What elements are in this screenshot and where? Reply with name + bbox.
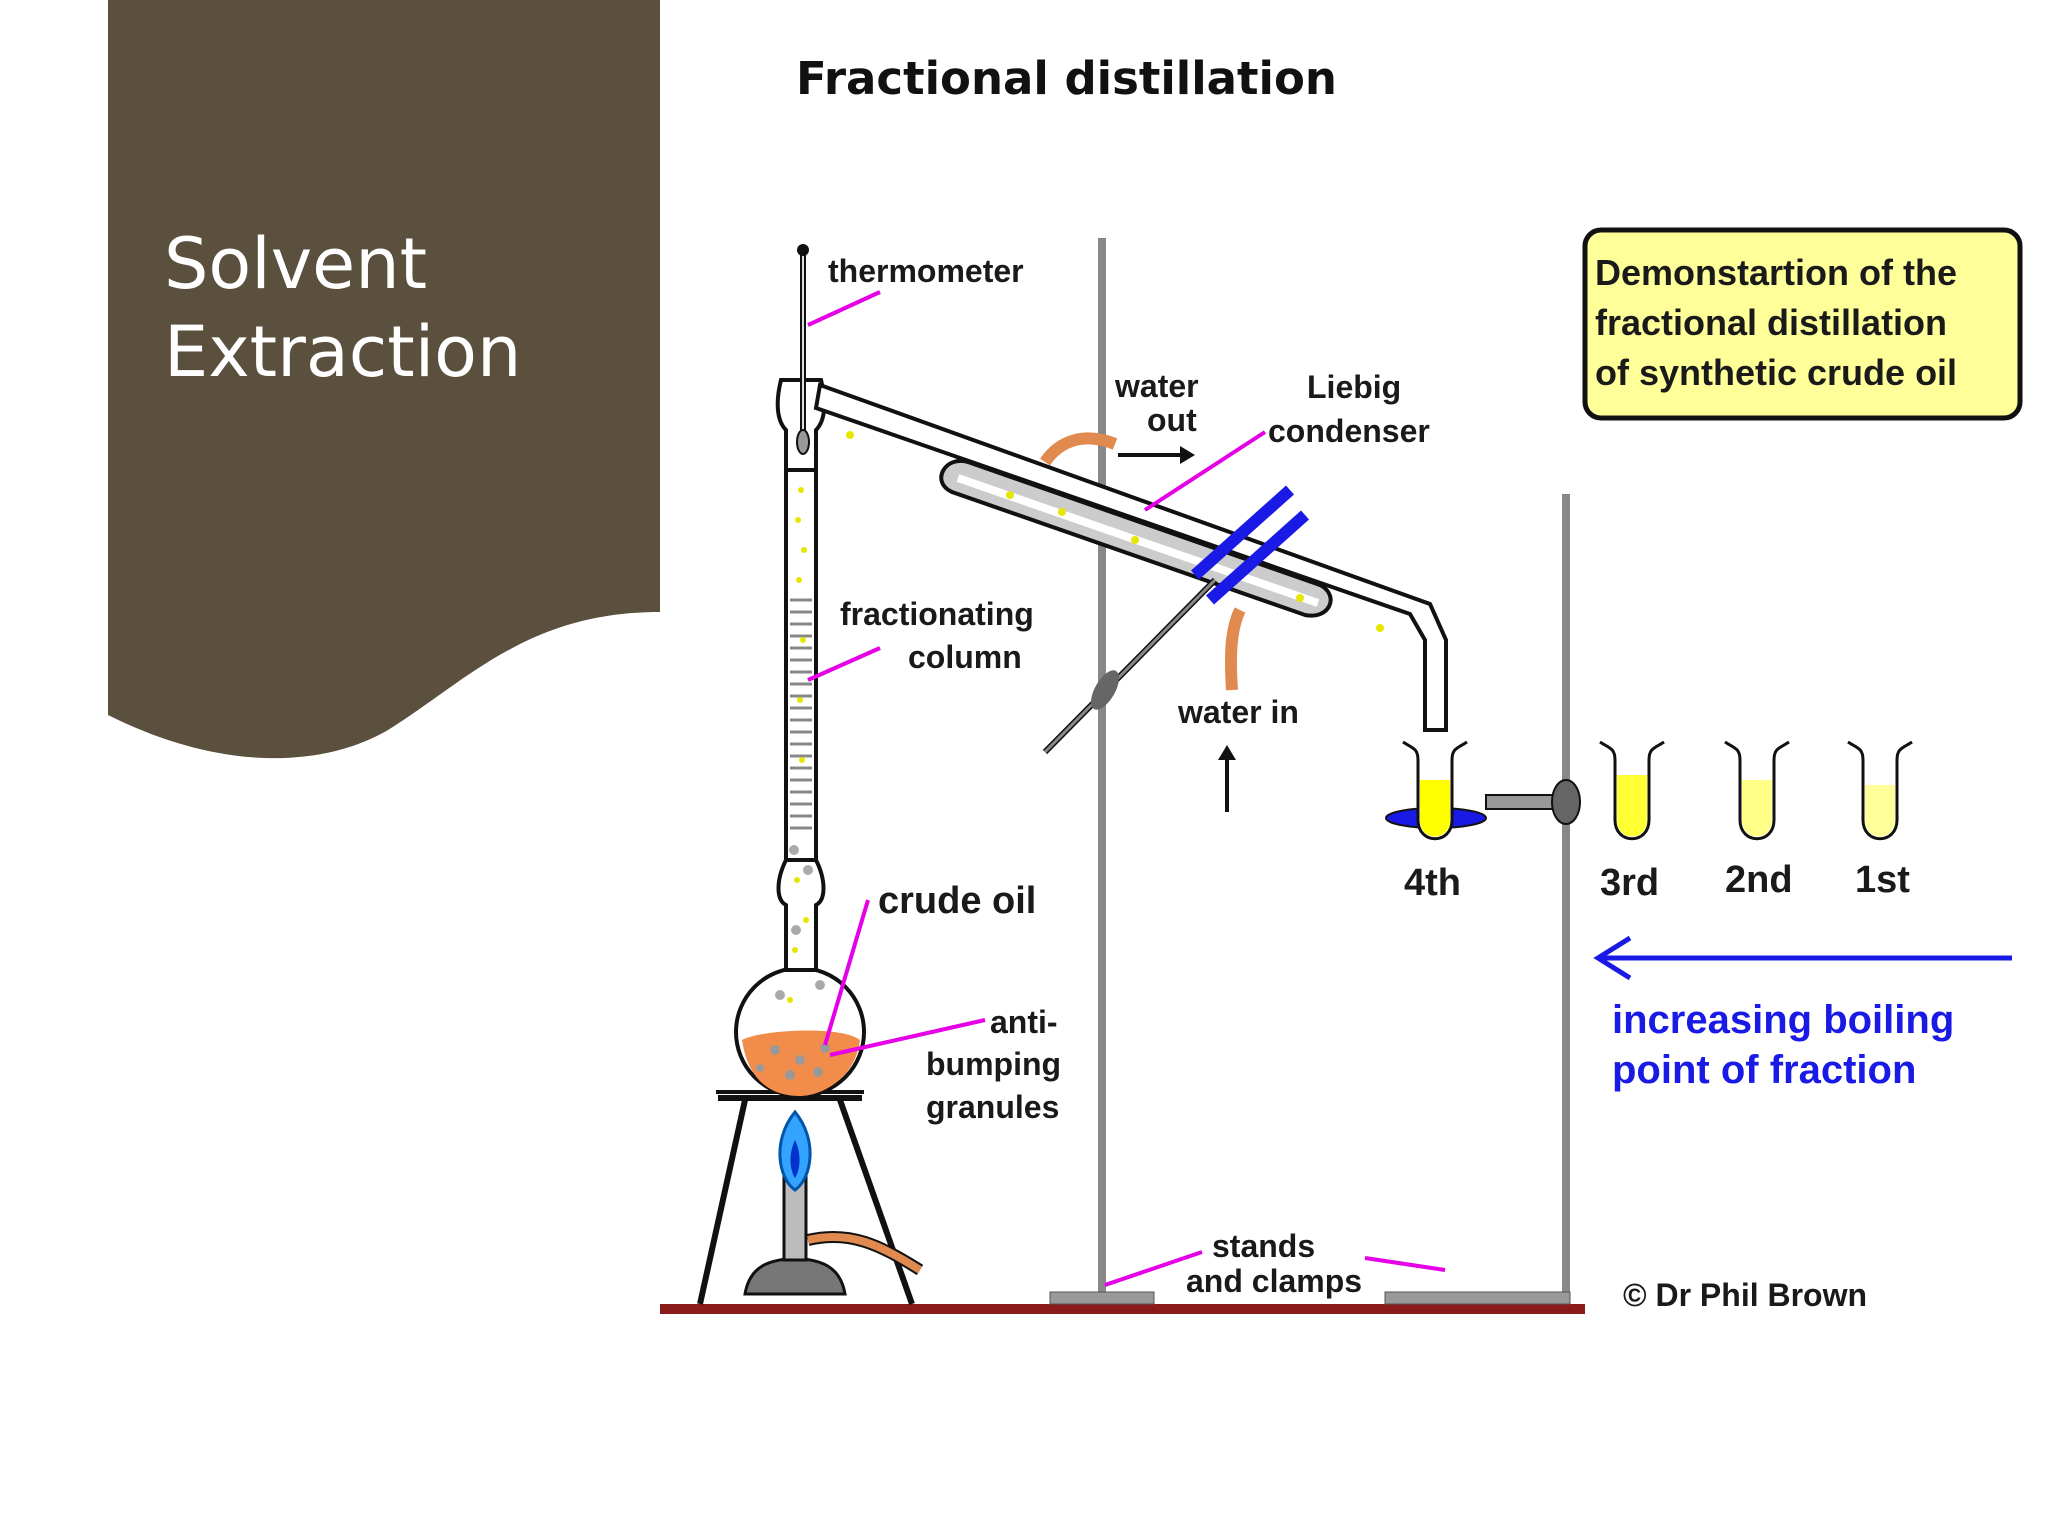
stand-right: [1384, 494, 1571, 1305]
test-tube-3rd: [1599, 740, 1665, 841]
leader-anti-bumping: [829, 1018, 986, 1057]
round-bottom-flask: [734, 966, 866, 1098]
leader-stand-right: [1364, 1256, 1446, 1272]
leader-thermometer: [807, 290, 881, 327]
test-tube-1st: [1847, 740, 1913, 841]
slide-title: Solvent Extraction: [164, 220, 521, 396]
label-liebig-2: condenser: [1268, 413, 1430, 449]
thermometer: [796, 244, 810, 455]
label-stands-1: stands: [1212, 1228, 1315, 1264]
water-in-arrow: [1218, 745, 1236, 812]
leader-fractionating: [807, 646, 881, 682]
leader-stand-left: [1104, 1250, 1203, 1287]
label-water-out-2: out: [1147, 402, 1197, 438]
side-panel-shape: [108, 0, 660, 759]
info-box: Demonstartion of the fractional distilla…: [1582, 227, 2023, 421]
delivery-tube: [813, 382, 1448, 732]
info-box-line-2: fractional distillation: [1595, 302, 1947, 343]
fraction-label-2nd: 2nd: [1725, 859, 1793, 901]
label-thermometer: thermometer: [828, 253, 1024, 289]
fraction-label-3rd: 3rd: [1600, 862, 1659, 904]
bench: [660, 1304, 1585, 1314]
water-out-arrow: [1118, 446, 1195, 464]
test-tube-2nd: [1724, 740, 1790, 841]
label-water-out-1: water: [1114, 368, 1199, 404]
info-box-line-3: of synthetic crude oil: [1595, 352, 1957, 393]
label-liebig-1: Liebig: [1307, 369, 1401, 405]
diagram-heading: Fractional distillation: [796, 52, 1337, 105]
label-anti-bumping-2: bumping: [926, 1046, 1061, 1082]
fraction-label-1st: 1st: [1855, 859, 1910, 901]
fractionating-column: [775, 378, 827, 1003]
label-anti-bumping-1: anti-: [990, 1004, 1058, 1040]
leader-crude-oil: [823, 899, 870, 1046]
receiver-clamp: [1385, 779, 1581, 829]
condenser-clamp: [1042, 485, 1310, 755]
arrow-caption-2: point of fraction: [1612, 1048, 1916, 1092]
leader-liebig: [1143, 430, 1267, 512]
test-tube-4th: [1402, 740, 1468, 841]
slide-title-line-1: Solvent: [164, 223, 428, 305]
side-panel: [108, 0, 660, 770]
arrow-caption-1: increasing boiling: [1612, 998, 1954, 1042]
label-stands-2: and clamps: [1186, 1263, 1362, 1299]
label-water-in: water in: [1177, 694, 1299, 730]
label-anti-bumping-3: granules: [926, 1089, 1059, 1125]
label-fractionating-2: column: [908, 639, 1022, 675]
info-box-line-1: Demonstartion of the: [1595, 252, 1957, 293]
slide-title-line-2: Extraction: [164, 311, 522, 393]
label-copyright: © Dr Phil Brown: [1623, 1277, 1867, 1313]
leader-lines: [807, 290, 1446, 1287]
tripod: [697, 1090, 915, 1305]
boiling-point-arrow: [1593, 935, 2012, 981]
label-crude-oil: crude oil: [878, 880, 1036, 922]
label-fractionating-1: fractionating: [840, 596, 1034, 632]
stand-left: [1049, 238, 1155, 1305]
fraction-label-4th: 4th: [1404, 862, 1461, 904]
bunsen-burner: [743, 1109, 924, 1296]
